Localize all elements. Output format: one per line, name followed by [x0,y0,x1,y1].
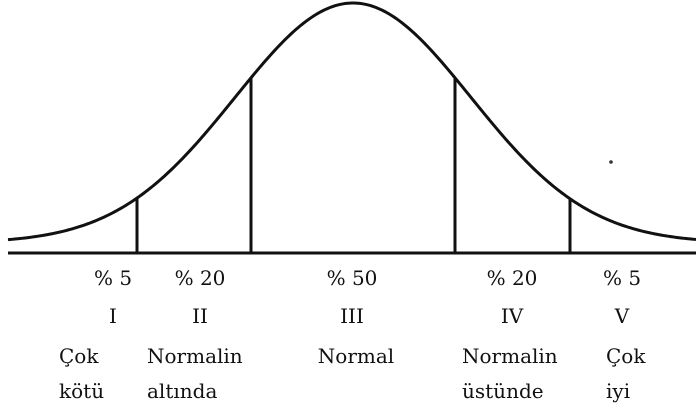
segment-1: % 5 I Çok kötü [59,266,132,403]
segment-2: % 20 II Normalin altında [147,266,243,403]
bell-curve [7,1,696,242]
segment-label-line2: iyi [606,379,630,403]
segment-label-line2: üstünde [462,379,544,403]
segment-roman-numeral: V [614,304,630,328]
segment-label-line2: kötü [59,379,104,403]
segment-roman-numeral: III [340,304,364,328]
segment-4: % 20 IV Normalin üstünde [462,266,558,403]
segment-percent: % 5 [94,266,132,290]
segment-percent: % 20 [487,266,538,290]
segment-label-line1: Çok [59,344,99,368]
segment-percent: % 5 [603,266,641,290]
segment-label-line1: Normalin [462,344,558,368]
segment-label-line1: Normalin [147,344,243,368]
segment-percent: % 50 [327,266,378,290]
segment-3: % 50 III Normal [318,266,394,368]
segment-roman-numeral: II [192,304,208,328]
segment-label-line1: Normal [318,344,394,368]
segment-roman-numeral: I [109,304,117,328]
segment-roman-numeral: IV [501,304,524,328]
ink-speck [609,160,613,164]
segment-5: % 5 V Çok iyi [603,266,646,403]
segment-percent: % 20 [175,266,226,290]
segment-label-line1: Çok [606,344,646,368]
segment-label-line2: altında [147,379,217,403]
